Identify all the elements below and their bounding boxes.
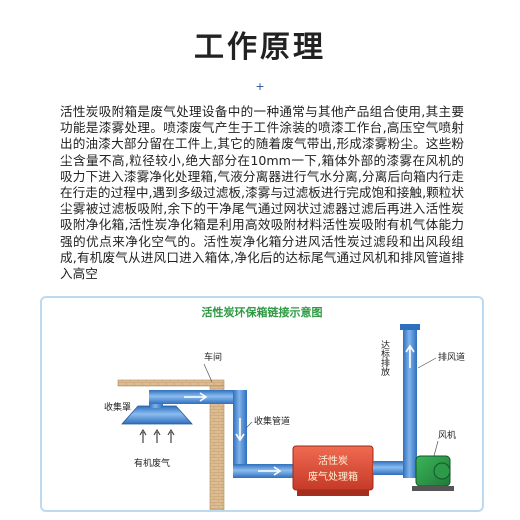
workshop-wall [209,385,225,510]
flow-arrow-2 [235,418,245,442]
label-exhaust-pipe: 排风道 [438,351,465,363]
gas-arrows [139,428,175,443]
exhaust-stack [403,328,417,478]
exhaust-stack-cap [400,324,420,330]
label-collection-pipe: 收集管道 [254,415,290,427]
flow-arrow-up [405,344,415,368]
treatment-box [292,445,374,491]
collection-pipe-pointer [245,421,253,429]
diagram-canvas: 活性炭环保箱链接示意图 车间 收集罩 有机废气 收集管道 活性炭 废气处理箱 [104,305,465,510]
diagram-title: 活性炭环保箱链接示意图 [202,305,323,319]
workshop-roof [117,379,225,387]
treatment-box-base [297,490,369,496]
fan-base [412,486,454,491]
flow-arrow-3 [258,466,282,476]
label-collection-hood: 收集罩 [104,401,131,413]
fan-pointer [433,440,439,457]
label-standard-discharge: 达标排放 [379,339,390,377]
label-organic-gas: 有机废气 [134,457,170,469]
section-marker: + [255,80,265,93]
box-label-line1: 活性炭 [318,454,348,467]
flow-arrow-1 [184,392,208,402]
page-title: 工作原理 [194,30,326,65]
box-label-line2: 废气处理箱 [308,470,358,483]
description-paragraph: 活性炭吸附箱是废气处理设备中的一种通常与其他产品组合使用,其主要功能是漆雾处理。… [60,104,464,282]
fan-motor [433,462,451,480]
connection-diagram: 活性炭环保箱链接示意图 车间 收集罩 有机废气 收集管道 活性炭 废气处理箱 [40,296,484,512]
exhaust-pipe-pointer [417,357,437,369]
box-outlet-duct [373,461,403,475]
workshop-pointer [203,363,213,383]
collection-hood [121,405,193,425]
label-fan: 风机 [438,429,456,441]
label-workshop: 车间 [204,351,222,363]
